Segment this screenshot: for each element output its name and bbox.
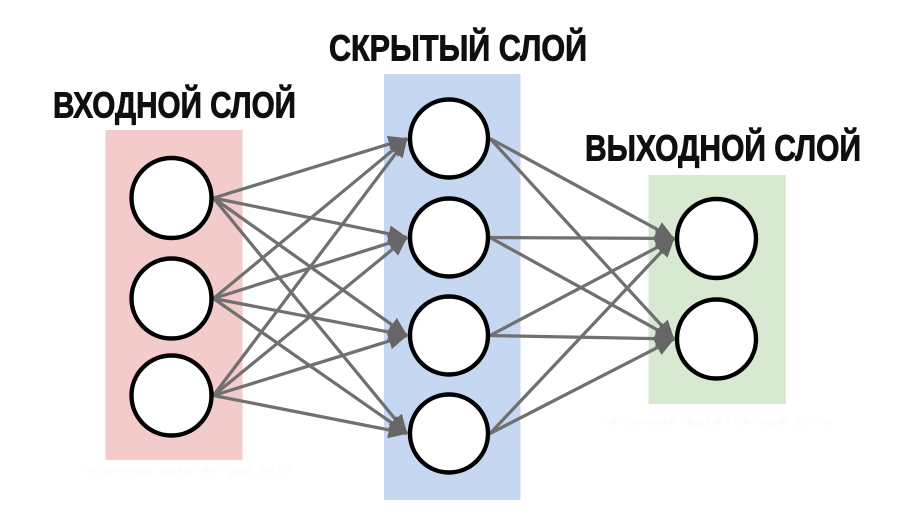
svg-text:типичная архитектура сети: типичная архитектура сети xyxy=(82,462,292,477)
svg-text:ВХОДНОЙ СЛОЙ: ВХОДНОЙ СЛОЙ xyxy=(53,84,296,126)
svg-text:типичная архитектура сети: типичная архитектура сети xyxy=(602,414,830,429)
svg-text:ВЫХОДНОЙ СЛОЙ: ВЫХОДНОЙ СЛОЙ xyxy=(585,127,861,169)
svg-text:СКРЫТЫЙ СЛОЙ: СКРЫТЫЙ СЛОЙ xyxy=(329,27,587,69)
